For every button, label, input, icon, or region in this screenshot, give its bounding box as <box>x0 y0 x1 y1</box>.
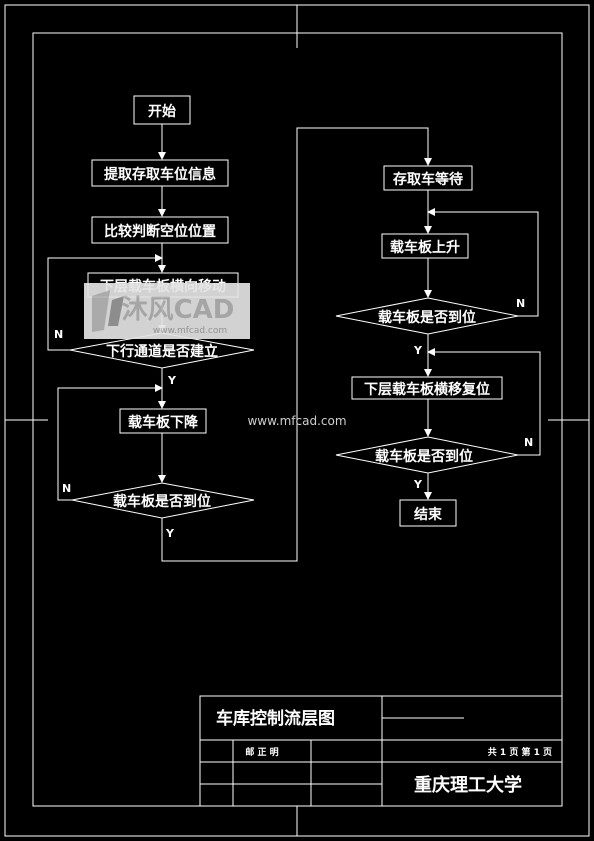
start-label: 开始 <box>148 103 176 120</box>
read-info-box: 提取存取车位信息 <box>91 159 229 187</box>
no-loop-2 <box>57 384 163 501</box>
plate-up-label: 载车板上升 <box>390 239 460 256</box>
end-node: 结束 <box>399 499 457 527</box>
no-loop-4 <box>427 348 541 456</box>
no-loop-1 <box>47 254 163 351</box>
column-connector <box>161 127 432 562</box>
yes-label-2: Y <box>165 527 175 540</box>
designer-label: 邮 正 明 <box>245 746 278 758</box>
no-label-1: N <box>54 328 63 341</box>
watermark-logo-sub: www.mfcad.com <box>153 326 227 336</box>
plate-down-box: 载车板下降 <box>119 408 207 434</box>
plate-in-place-label-1: 载车板是否到位 <box>113 493 211 510</box>
lower-reset-label: 下层载车板横移复位 <box>364 381 490 398</box>
plate-up-box: 载车板上升 <box>381 233 469 259</box>
watermark-url: www.mfcad.com <box>247 414 346 428</box>
compare-box: 比较判断空位位置 <box>91 216 229 244</box>
wait-label: 存取车等待 <box>393 171 463 188</box>
title-block: 车库控制流层图 邮 正 明 共 1 页 第 1 页 重庆理工大学 <box>199 695 563 807</box>
plate-in-place-label-2: 载车板是否到位 <box>378 309 476 326</box>
lower-reset-box: 下层载车板横移复位 <box>351 376 503 400</box>
center-marks <box>5 5 589 836</box>
watermark-logo-text: 沐风CAD <box>122 295 235 325</box>
no-label-3: N <box>516 297 525 310</box>
plate-down-label: 载车板下降 <box>128 414 199 431</box>
plate-in-place-diamond-2: 载车板是否到位 <box>335 297 519 335</box>
yes-label-1: Y <box>167 374 177 387</box>
wait-box: 存取车等待 <box>383 165 473 191</box>
watermark-logo: 沐风CAD www.mfcad.com <box>84 283 250 339</box>
drawing-title: 车库控制流层图 <box>216 708 335 729</box>
no-label-4: N <box>524 436 533 449</box>
end-label: 结束 <box>414 506 443 523</box>
no-loop-3 <box>427 208 539 317</box>
channel-check-label: 下行通道是否建立 <box>106 343 218 360</box>
yes-label-4: Y <box>413 478 423 491</box>
no-label-2: N <box>62 482 71 495</box>
plate-in-place-label-3: 载车板是否到位 <box>375 448 473 465</box>
yes-label-3: Y <box>413 344 423 357</box>
plate-in-place-diamond-3: 载车板是否到位 <box>335 436 519 474</box>
plate-in-place-diamond-1: 载车板是否到位 <box>71 482 255 519</box>
school-name: 重庆理工大学 <box>414 774 522 796</box>
page-count: 共 1 页 第 1 页 <box>488 746 552 758</box>
compare-label: 比较判断空位位置 <box>104 223 216 240</box>
read-info-label: 提取存取车位信息 <box>104 166 216 183</box>
start-node: 开始 <box>133 95 191 125</box>
